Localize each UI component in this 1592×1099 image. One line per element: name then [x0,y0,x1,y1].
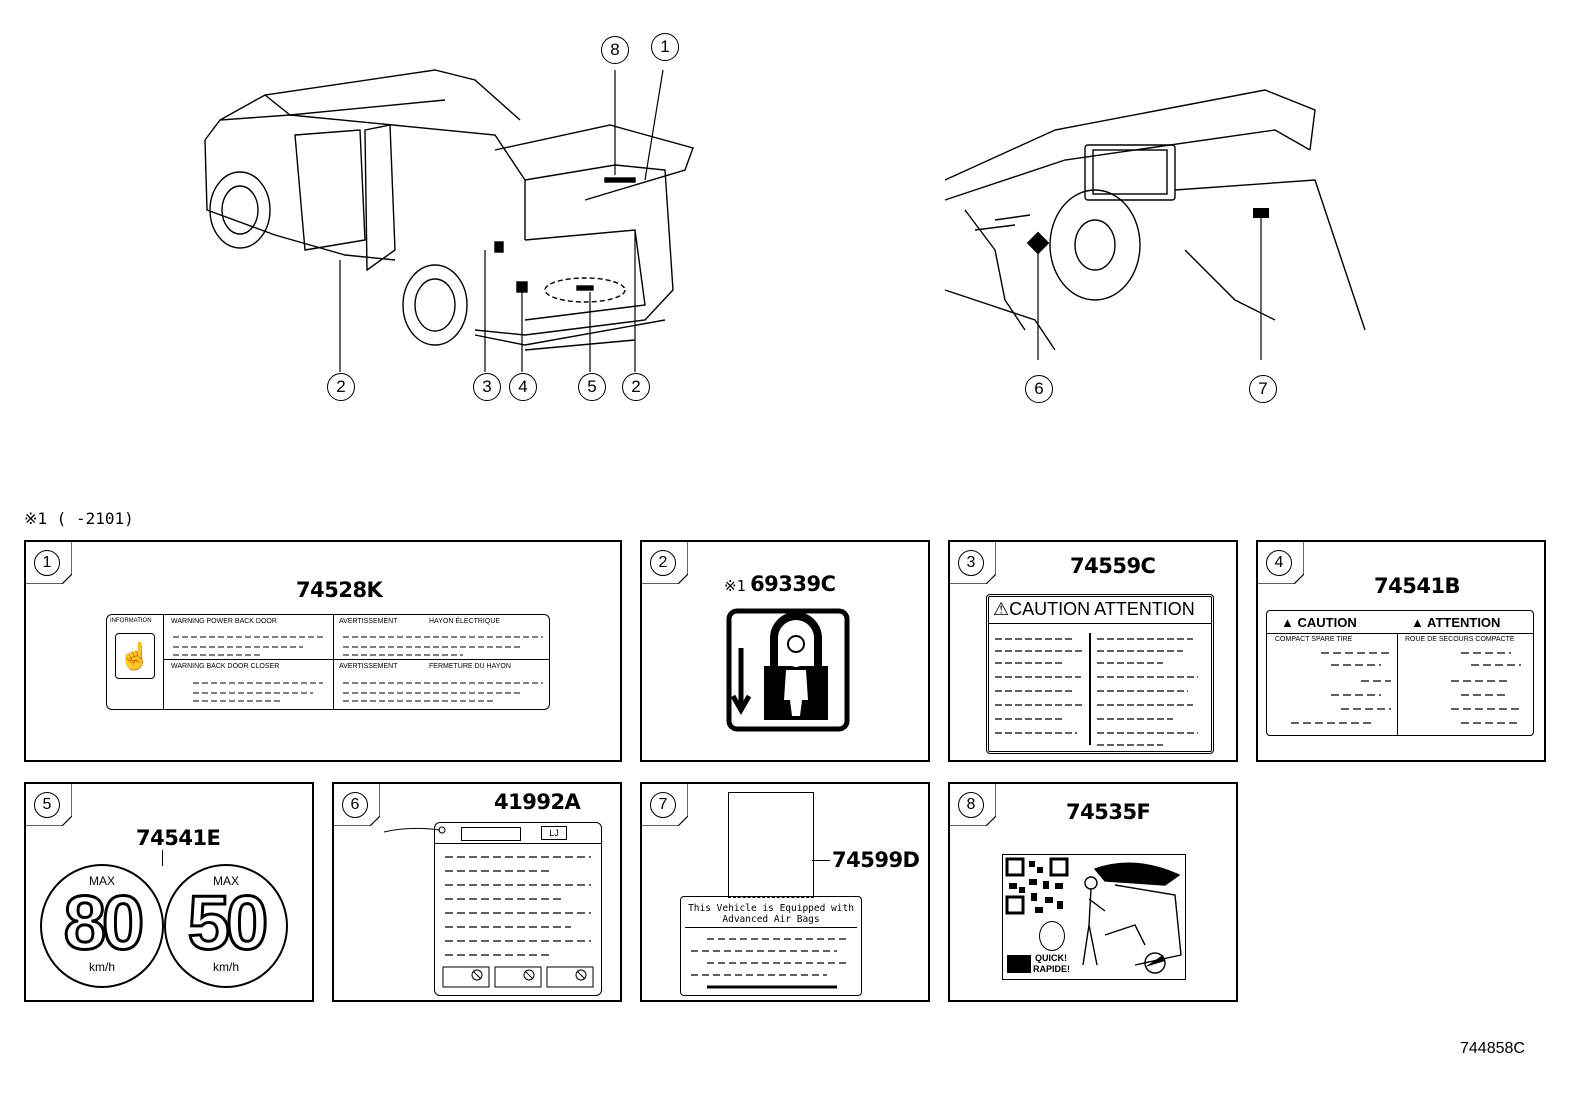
part-number: 69339C [750,572,836,596]
panel-number: 1 [34,550,60,576]
french-text-2: FERMETURE DU HAYON [429,663,511,670]
tag-string-icon [383,826,446,834]
back-door-quick-label: QUICK! RAPIDE! [1002,854,1186,980]
qr-code-icon [1005,857,1069,915]
hand-icon: ☝ [115,633,155,679]
warning-triangle-icon: ⚠ [993,599,1010,619]
airbag-label: This Vehicle is Equipped with Advanced A… [680,896,862,996]
speed-limit-50-badge: MAX 50 km/h [164,864,288,988]
quick-text: QUICK! [1035,953,1067,963]
figure-id: 744858C [1460,1040,1525,1057]
footnote: ※1 ( -2101) [24,509,134,528]
warning-triangle-icon: ▲ [1411,615,1424,630]
part-number: 74541B [1374,574,1461,598]
airbag-text-line2: Advanced Air Bags [722,914,820,925]
label-panel-4: 4 74541B ▲ CAUTION ▲ ATTENTION COMPACT S… [1256,540,1546,762]
panel-number: 5 [34,792,60,818]
callout-2: 2 [327,373,355,401]
vehicle-rear-illustration [204,69,694,372]
unit-text: km/h [88,960,115,974]
part-number: 74528K [296,578,383,602]
callout-6: 6 [1025,375,1053,403]
label-panel-2: 2 ※1 69339C [640,540,930,762]
panel-number: 4 [1266,550,1292,576]
part-prefix: ※1 [724,577,746,595]
label-panel-8: 8 74535F QUICK! [948,782,1238,1002]
callout-4: 4 [509,373,537,401]
speed-value: 50 [186,881,270,966]
speed-value: 80 [62,881,146,966]
info-heading: INFORMATION [110,618,152,624]
panel-number: 6 [342,792,368,818]
caution-label: ⚠CAUTION ATTENTION [986,594,1214,754]
label-panel-5: 5 74541E MAX 80 km/h MAX 50 km/h [24,782,314,1002]
callout-5: 5 [578,373,606,401]
callout-7: 7 [1249,375,1277,403]
part-number: 74559C [1070,554,1156,578]
remote-key-icon [1039,921,1065,951]
caution-text: CAUTION [1297,615,1357,630]
airbag-text-line1: This Vehicle is Equipped with [688,903,854,914]
dashboard-illustration [944,89,1366,360]
callout-3: 3 [473,373,501,401]
power-back-door-label: INFORMATION ☝ WARNING POWER BACK DOOR AV… [106,614,550,710]
callout-8: 8 [601,36,629,64]
french-text-1: HAYON ÉLECTRIQUE [429,618,501,625]
panel-number: 8 [958,792,984,818]
attention-text: ATTENTION [1427,615,1501,630]
hang-tag-label: LJ [434,822,602,996]
panel-number: 3 [958,550,984,576]
spare-tire-en: COMPACT SPARE TIRE [1275,636,1353,643]
warning-text-1: WARNING POWER BACK DOOR [171,618,277,625]
unit-text: km/h [212,960,239,974]
tag-code: LJ [541,826,567,840]
spare-tire-fr: ROUE DE SECOURS COMPACTE [1405,636,1515,643]
label-panel-7: 7 74599D This Vehicle is Equipped with A… [640,782,930,1002]
back-door-scene-illustration [1082,862,1182,974]
warning-triangle-icon: ▲ [1281,615,1294,630]
part-number: 74535F [1066,800,1151,824]
warning-text-2: WARNING BACK DOOR CLOSER [171,663,280,670]
manual-book-icon [1007,955,1031,973]
avert-text-2: AVERTISSEMENT [339,663,398,670]
panel-number: 2 [650,550,676,576]
spare-tire-label: ▲ CAUTION ▲ ATTENTION COMPACT SPARE TIRE… [1266,610,1534,736]
callout-1: 1 [651,33,679,61]
part-number: 74541E [136,826,221,850]
max-text: MAX [88,874,115,888]
child-lock-icon [726,608,850,732]
callout-2: 2 [622,373,650,401]
speed-limit-80-badge: MAX 80 km/h [40,864,164,988]
rapide-text: RAPIDE! [1033,964,1071,974]
part-number: 41992A [494,790,581,814]
label-panel-6: 6 41992A LJ [332,782,622,1002]
label-panel-3: 3 74559C ⚠CAUTION ATTENTION [948,540,1238,762]
label-panel-1: 1 74528K INFORMATION ☝ WARNING POWER BAC… [24,540,622,762]
part-number: 74599D [832,848,920,872]
max-text: MAX [212,874,239,888]
airbag-tag-stem [728,792,814,898]
avert-text-1: AVERTISSEMENT [339,618,398,625]
caution-header: ⚠CAUTION ATTENTION [993,599,1195,619]
panel-number: 7 [650,792,676,818]
